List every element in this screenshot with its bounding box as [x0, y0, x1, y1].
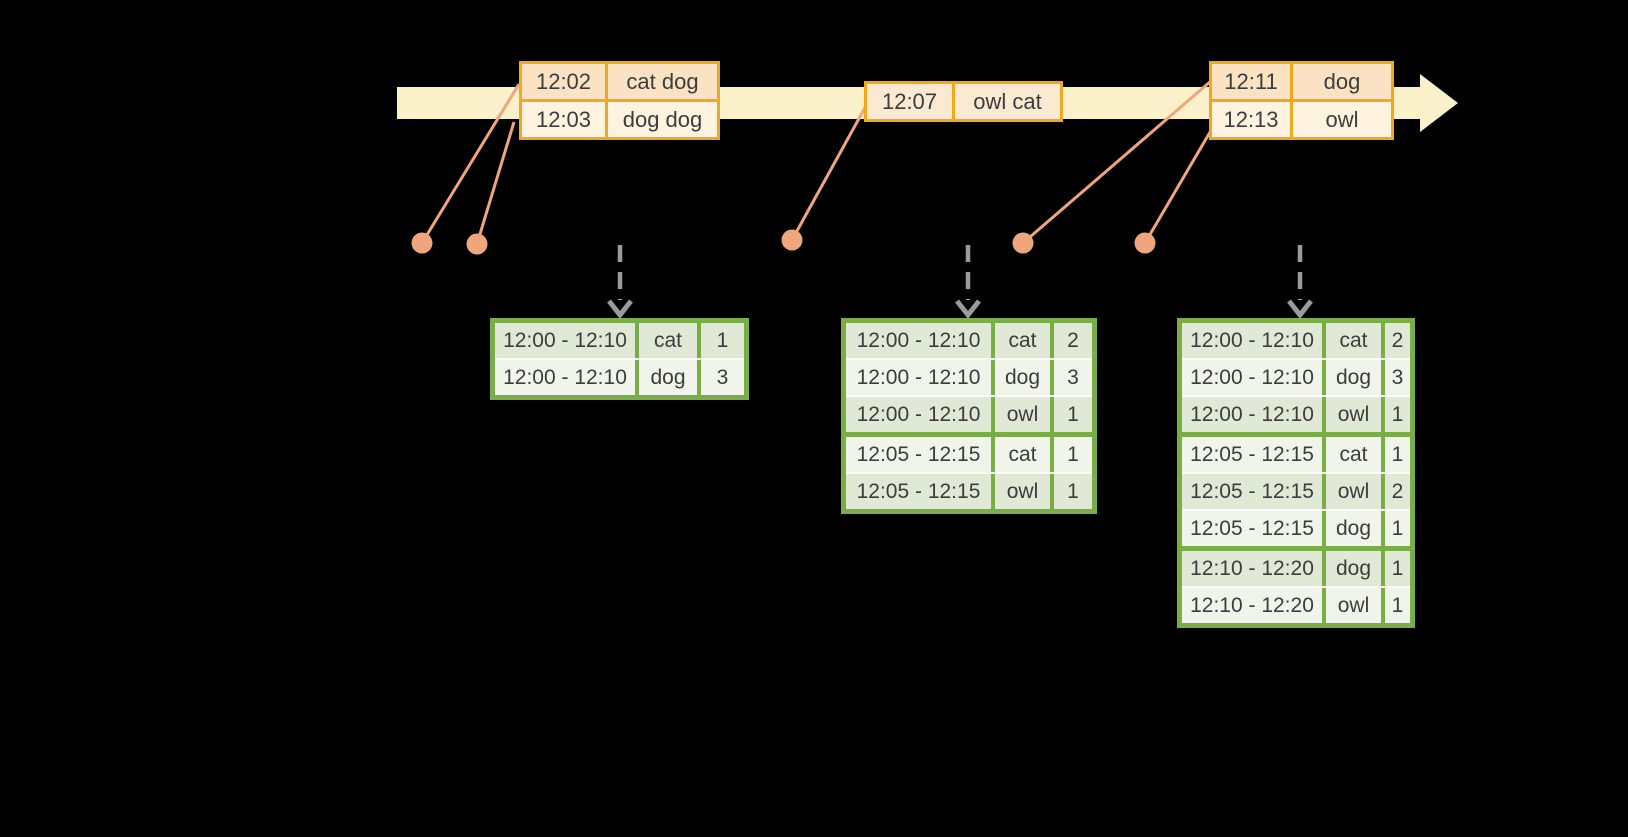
- event-marker-dot: [1134, 232, 1156, 254]
- word-cell: cat: [991, 323, 1050, 358]
- window-cell: 12:05 - 12:15: [1190, 479, 1314, 503]
- result-row: 12:00 - 12:10 owl 1: [1182, 395, 1410, 432]
- event-table-2: 12:07 owl cat: [864, 81, 1063, 122]
- event-words-cell: dog: [1290, 64, 1391, 99]
- window-cell: 12:00 - 12:10: [856, 402, 981, 426]
- result-table-1: 12:00 - 12:10 cat 1 12:00 - 12:10 dog 3: [490, 318, 749, 400]
- trigger-arrow: [1287, 245, 1313, 320]
- event-connector-line: [790, 103, 869, 241]
- window-cell: 12:10 - 12:20: [1190, 593, 1314, 617]
- word-cell: cat: [991, 437, 1050, 472]
- event-connector-line: [1143, 126, 1215, 244]
- event-connector-line: [1022, 79, 1212, 245]
- result-row: 12:00 - 12:10 owl 1: [846, 395, 1092, 432]
- event-time-cell: 12:02: [535, 68, 592, 94]
- window-cell: 12:00 - 12:10: [503, 328, 627, 352]
- count-cell: 1: [1050, 437, 1092, 472]
- count-cell: 2: [1381, 323, 1410, 358]
- event-marker-dot: [411, 232, 433, 254]
- word-cell: dog: [1322, 360, 1381, 395]
- event-words-cell: cat dog: [605, 64, 717, 99]
- count-cell: 3: [1381, 360, 1410, 395]
- event-time-cell: 12:11: [1224, 68, 1278, 94]
- window-cell: 12:05 - 12:15: [856, 479, 981, 503]
- result-row: 12:00 - 12:10 dog 3: [1182, 358, 1410, 395]
- count-cell: 3: [1050, 360, 1092, 395]
- result-row: 12:00 - 12:10 dog 3: [846, 358, 1092, 395]
- event-words-cell: owl cat: [952, 84, 1060, 119]
- count-cell: 1: [1381, 437, 1410, 472]
- window-cell: 12:00 - 12:10: [1190, 328, 1314, 352]
- word-cell: cat: [635, 323, 697, 358]
- window-cell: 12:05 - 12:15: [856, 442, 981, 466]
- event-words-cell: dog dog: [605, 102, 717, 137]
- window-cell: 12:10 - 12:20: [1190, 556, 1314, 580]
- count-cell: 1: [1050, 474, 1092, 509]
- event-time-cell: 12:03: [535, 106, 592, 132]
- result-table-2: 12:00 - 12:10 cat 2 12:00 - 12:10 dog 3 …: [841, 318, 1097, 514]
- trigger-arrowhead-icon: [1287, 299, 1313, 320]
- result-row: 12:05 - 12:15 cat 1: [1182, 432, 1410, 472]
- count-cell: 1: [697, 323, 744, 358]
- word-cell: owl: [1322, 588, 1381, 623]
- event-row: 12:07 owl cat: [867, 84, 1060, 119]
- word-cell: dog: [1322, 511, 1381, 546]
- event-time-cell: 12:07: [881, 88, 938, 114]
- result-row: 12:05 - 12:15 owl 1: [846, 472, 1092, 509]
- count-cell: 1: [1050, 397, 1092, 432]
- trigger-arrow: [955, 245, 981, 320]
- result-row: 12:05 - 12:15 dog 1: [1182, 509, 1410, 546]
- result-row: 12:00 - 12:10 dog 3: [495, 358, 744, 395]
- trigger-arrowhead-icon: [607, 299, 633, 320]
- word-cell: cat: [1322, 323, 1381, 358]
- timeline-arrowhead-icon: [1420, 74, 1458, 132]
- window-cell: 12:05 - 12:15: [1190, 516, 1314, 540]
- event-row: 12:13 owl: [1212, 99, 1391, 137]
- word-cell: cat: [1322, 437, 1381, 472]
- count-cell: 2: [1050, 323, 1092, 358]
- event-row: 12:02 cat dog: [522, 64, 717, 99]
- trigger-arrowhead-icon: [955, 299, 981, 320]
- event-row: 12:11 dog: [1212, 64, 1391, 99]
- window-cell: 12:00 - 12:10: [1190, 365, 1314, 389]
- count-cell: 1: [1381, 588, 1410, 623]
- word-cell: owl: [991, 397, 1050, 432]
- count-cell: 1: [1381, 511, 1410, 546]
- event-row: 12:03 dog dog: [522, 99, 717, 137]
- word-cell: dog: [1322, 551, 1381, 586]
- result-table-3: 12:00 - 12:10 cat 2 12:00 - 12:10 dog 3 …: [1177, 318, 1415, 628]
- result-row: 12:10 - 12:20 dog 1: [1182, 546, 1410, 586]
- result-row: 12:00 - 12:10 cat 2: [1182, 323, 1410, 358]
- word-cell: dog: [991, 360, 1050, 395]
- word-cell: dog: [635, 360, 697, 395]
- count-cell: 1: [1381, 397, 1410, 432]
- result-row: 12:00 - 12:10 cat 2: [846, 323, 1092, 358]
- event-marker-dot: [781, 229, 803, 251]
- event-time-cell: 12:13: [1223, 106, 1279, 132]
- result-row: 12:00 - 12:10 cat 1: [495, 323, 744, 358]
- count-cell: 2: [1381, 474, 1410, 509]
- trigger-arrow: [607, 245, 633, 320]
- window-cell: 12:00 - 12:10: [856, 328, 981, 352]
- event-table-3: 12:11 dog 12:13 owl: [1209, 61, 1394, 140]
- result-row: 12:05 - 12:15 cat 1: [846, 432, 1092, 472]
- window-cell: 12:00 - 12:10: [856, 365, 981, 389]
- event-marker-dot: [466, 233, 488, 255]
- event-connector-line: [475, 121, 516, 245]
- count-cell: 3: [697, 360, 744, 395]
- event-connector-line: [420, 83, 521, 244]
- event-table-1: 12:02 cat dog 12:03 dog dog: [519, 61, 720, 140]
- word-cell: owl: [1322, 397, 1381, 432]
- result-row: 12:05 - 12:15 owl 2: [1182, 472, 1410, 509]
- window-cell: 12:00 - 12:10: [1190, 402, 1314, 426]
- event-marker-dot: [1012, 232, 1034, 254]
- word-cell: owl: [991, 474, 1050, 509]
- count-cell: 1: [1381, 551, 1410, 586]
- window-cell: 12:05 - 12:15: [1190, 442, 1314, 466]
- word-cell: owl: [1322, 474, 1381, 509]
- event-words-cell: owl: [1290, 102, 1391, 137]
- window-cell: 12:00 - 12:10: [503, 365, 627, 389]
- result-row: 12:10 - 12:20 owl 1: [1182, 586, 1410, 623]
